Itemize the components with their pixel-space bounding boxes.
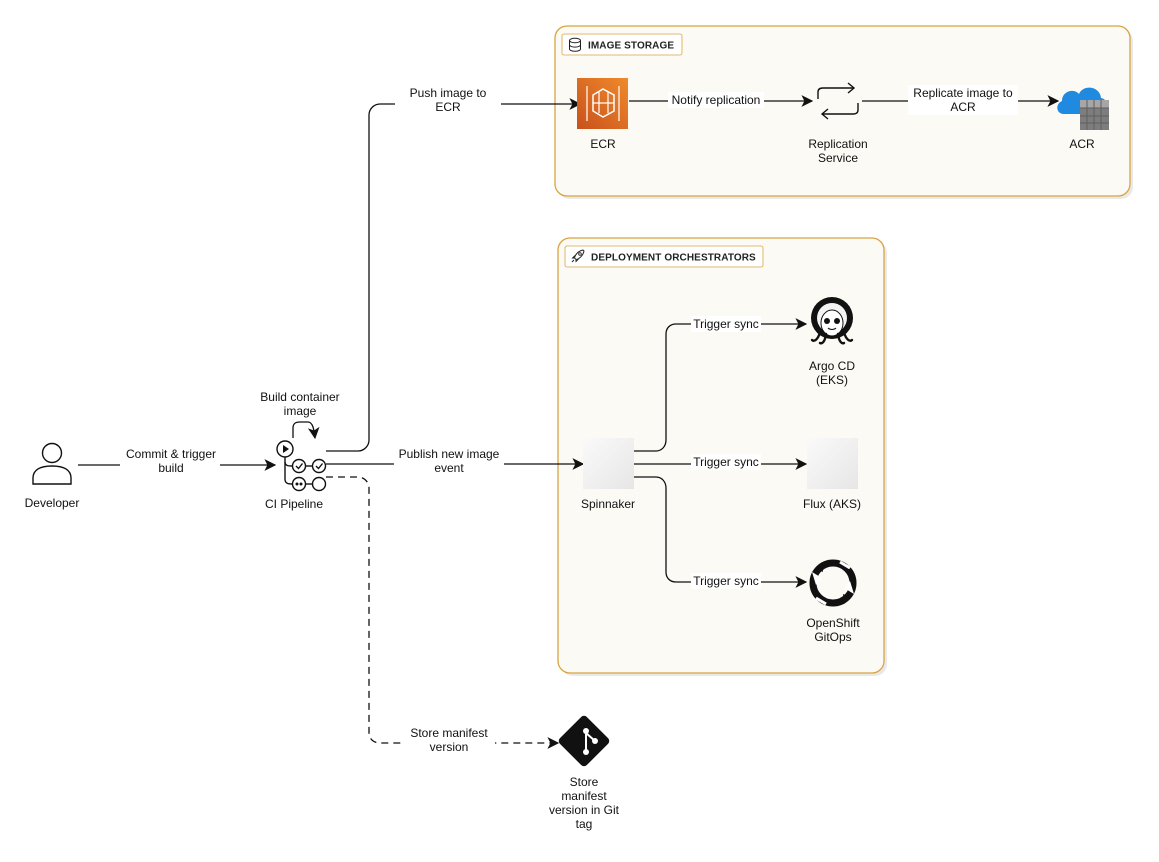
group-title-deployment-orchestrators: DEPLOYMENT ORCHESTRATORS <box>591 253 756 264</box>
openshift-gitops-icon <box>809 559 857 607</box>
group-title-image-storage: IMAGE STORAGE <box>588 41 674 52</box>
edge-sync-openshift: Trigger sync <box>634 476 808 589</box>
edge-publish: Publish new image event <box>326 446 585 476</box>
flux-icon <box>807 438 858 489</box>
sync-arrows-icon <box>817 82 859 120</box>
node-ecr[interactable]: ECR <box>577 78 628 151</box>
node-developer[interactable]: Developer <box>25 442 80 511</box>
database-icon <box>569 37 581 52</box>
edge-commit: Commit & trigger build <box>78 446 277 476</box>
edge-label-publish-2: event <box>434 461 464 475</box>
spinnaker-icon <box>583 438 634 489</box>
node-label-replication-2: Service <box>818 151 858 165</box>
edge-notify: Notify replication <box>629 92 814 108</box>
edge-label-build-1: Build container <box>260 390 339 404</box>
edge-label-publish-1: Publish new image <box>399 447 500 461</box>
node-argo-cd[interactable]: Argo CD (EKS) <box>809 297 855 387</box>
node-openshift[interactable]: OpenShift GitOps <box>806 559 860 644</box>
edge-label-store-manifest-2: version <box>430 740 469 754</box>
node-acr[interactable]: ACR <box>1057 87 1109 151</box>
node-label-git-4: tag <box>576 817 593 831</box>
node-label-ecr: ECR <box>590 137 616 151</box>
edge-replicate: Replicate image to ACR <box>862 85 1060 115</box>
node-flux[interactable]: Flux (AKS) <box>803 438 861 511</box>
edge-label-build-2: image <box>284 404 317 418</box>
node-ci-pipeline[interactable]: CI Pipeline <box>265 440 327 511</box>
edge-label-notify: Notify replication <box>672 93 761 107</box>
edge-label-push-2: ECR <box>435 100 461 114</box>
node-label-git-3: version in Git <box>549 803 620 817</box>
edge-store-manifest: Store manifest version <box>326 476 560 756</box>
node-spinnaker[interactable]: Spinnaker <box>581 438 635 511</box>
aws-ecr-icon <box>577 78 628 129</box>
node-label-git-2: manifest <box>561 789 607 803</box>
argo-octopus-icon <box>810 297 854 345</box>
edge-sync-flux: Trigger sync <box>634 454 808 470</box>
edge-label-sync-argo: Trigger sync <box>693 317 759 331</box>
user-icon <box>32 442 72 485</box>
edge-build-self: Build container image <box>260 390 340 440</box>
node-label-git-1: Store <box>570 775 599 789</box>
node-label-openshift-2: GitOps <box>814 630 851 644</box>
edge-label-push-1: Push image to <box>410 86 487 100</box>
edge-label-commit-2: build <box>158 461 183 475</box>
node-label-developer: Developer <box>25 496 80 510</box>
git-icon <box>558 715 610 767</box>
edge-label-commit-1: Commit & trigger <box>126 447 216 461</box>
node-label-ci-pipeline: CI Pipeline <box>265 497 323 511</box>
edge-label-sync-openshift: Trigger sync <box>693 574 759 588</box>
azure-acr-icon <box>1057 87 1109 130</box>
node-replication-service[interactable]: Replication Service <box>808 82 868 165</box>
rocket-icon <box>571 249 585 263</box>
node-label-acr: ACR <box>1069 137 1095 151</box>
group-image-storage: IMAGE STORAGE <box>554 25 1133 199</box>
node-label-flux: Flux (AKS) <box>803 497 861 511</box>
edge-label-replicate-1: Replicate image to <box>913 86 1013 100</box>
pipeline-icon <box>276 440 327 492</box>
node-label-replication-1: Replication <box>808 137 867 151</box>
node-label-openshift-1: OpenShift <box>806 616 860 630</box>
edge-sync-argo: Trigger sync <box>634 316 808 452</box>
node-label-argo-2: (EKS) <box>816 373 848 387</box>
edge-push: Push image to ECR <box>326 84 582 452</box>
edge-label-store-manifest-1: Store manifest <box>410 726 488 740</box>
edge-label-sync-flux: Trigger sync <box>693 455 759 469</box>
node-label-argo-1: Argo CD <box>809 359 855 373</box>
node-git-tag[interactable]: Store manifest version in Git tag <box>549 714 620 831</box>
edge-label-replicate-2: ACR <box>950 100 976 114</box>
node-label-spinnaker: Spinnaker <box>581 497 635 511</box>
